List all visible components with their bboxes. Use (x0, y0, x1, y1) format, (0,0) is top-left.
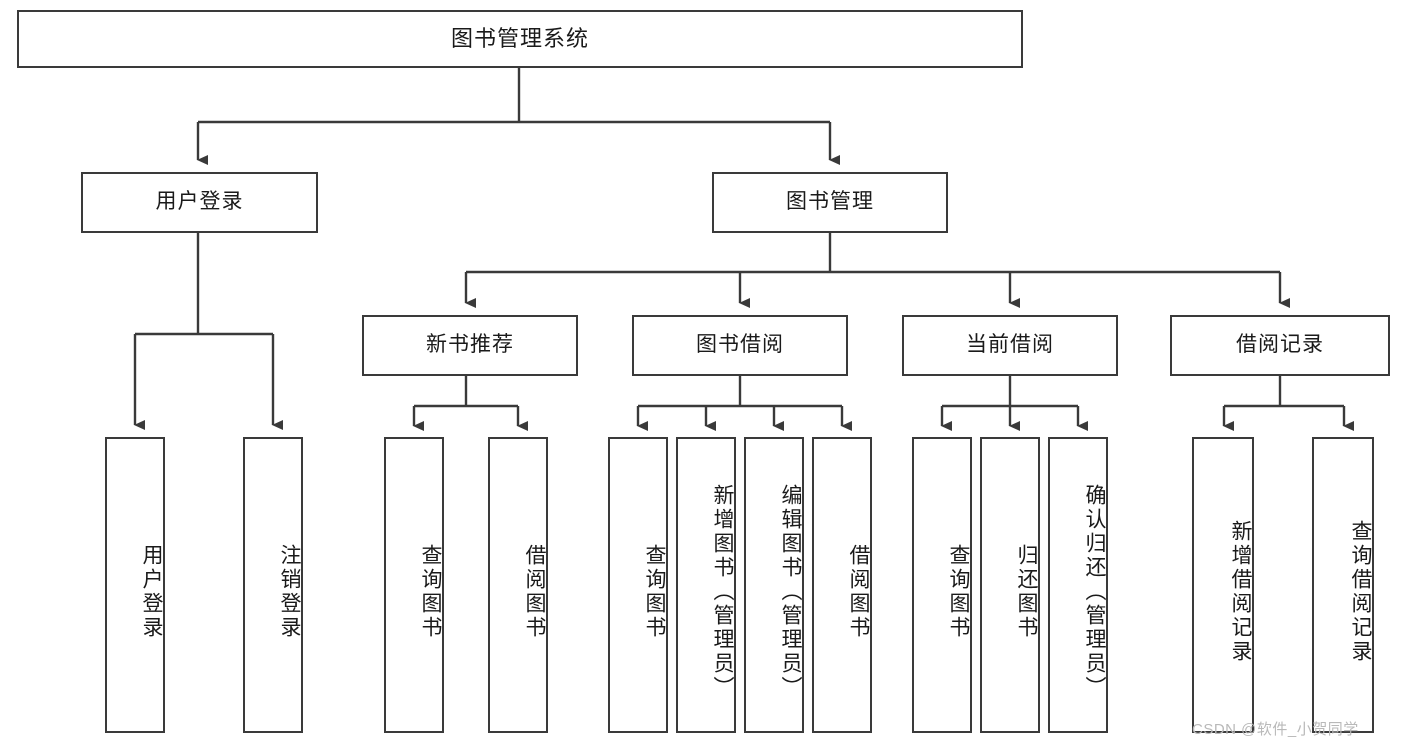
node-leaf-user-login[interactable]: 用户登录 (105, 437, 165, 733)
node-leaf-query-record[interactable]: 查询借阅记录 (1312, 437, 1374, 733)
node-leaf-edit-book[interactable]: 编辑图书（管理员） (744, 437, 804, 733)
node-book-borrow[interactable]: 图书借阅 (632, 315, 848, 376)
node-leaf-add-record[interactable]: 新增借阅记录 (1192, 437, 1254, 733)
node-leaf-return-book[interactable]: 归还图书 (980, 437, 1040, 733)
node-leaf-borrow-book-1[interactable]: 借阅图书 (488, 437, 548, 733)
node-user-login[interactable]: 用户登录 (81, 172, 318, 233)
node-leaf-add-book[interactable]: 新增图书（管理员） (676, 437, 736, 733)
node-leaf-borrow-book-2[interactable]: 借阅图书 (812, 437, 872, 733)
watermark: CSDN @软件_小贺同学 (1192, 721, 1359, 738)
node-leaf-query-book-2[interactable]: 查询图书 (608, 437, 668, 733)
node-leaf-query-book-3[interactable]: 查询图书 (912, 437, 972, 733)
node-leaf-confirm-return[interactable]: 确认归还（管理员） (1048, 437, 1108, 733)
node-book-manage[interactable]: 图书管理 (712, 172, 948, 233)
node-current-borrow[interactable]: 当前借阅 (902, 315, 1118, 376)
node-new-book-recommend[interactable]: 新书推荐 (362, 315, 578, 376)
node-borrow-record[interactable]: 借阅记录 (1170, 315, 1390, 376)
node-leaf-query-book-1[interactable]: 查询图书 (384, 437, 444, 733)
node-root[interactable]: 图书管理系统 (17, 10, 1023, 68)
node-leaf-user-logout[interactable]: 注销登录 (243, 437, 303, 733)
